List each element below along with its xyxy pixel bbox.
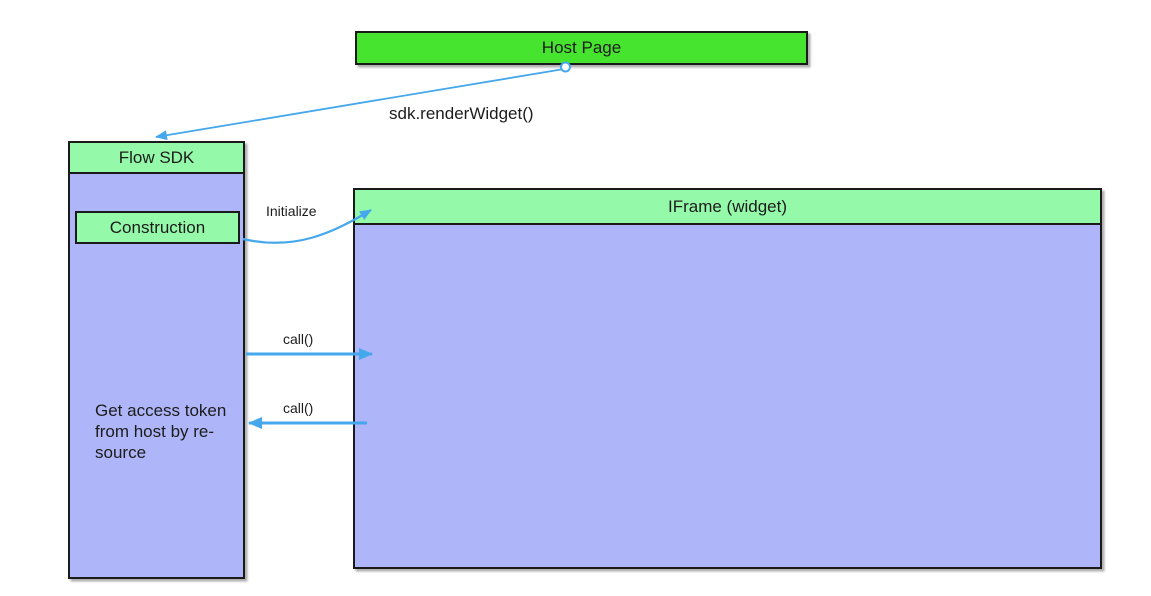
render-widget-label: sdk.renderWidget() bbox=[389, 104, 534, 123]
host-page-label: Host Page bbox=[541, 38, 622, 57]
flow-sdk-label: Flow SDK bbox=[118, 147, 195, 167]
call-label-to-iframe: call() bbox=[283, 331, 314, 347]
flow-sdk-box: Flow SDK Construction Get access token f… bbox=[68, 141, 245, 579]
iframe-widget-header: IFrame (widget) bbox=[355, 190, 1100, 225]
initialize-label: Initialize bbox=[266, 203, 317, 219]
construction-box: Construction bbox=[75, 211, 240, 244]
iframe-widget-box: IFrame (widget) bbox=[353, 188, 1102, 569]
flow-sdk-header: Flow SDK bbox=[70, 143, 243, 174]
construction-label: Construction bbox=[109, 217, 206, 237]
host-page-box: Host Page bbox=[355, 31, 808, 65]
iframe-widget-label: IFrame (widget) bbox=[667, 196, 788, 216]
call-label-to-sdk: call() bbox=[283, 400, 314, 416]
note-line-1: Get access token bbox=[95, 401, 227, 420]
note-line-2: from host by re- bbox=[95, 422, 215, 441]
get-access-token-note: Get access token from host by re- source bbox=[95, 400, 245, 463]
note-line-3: source bbox=[95, 443, 147, 462]
